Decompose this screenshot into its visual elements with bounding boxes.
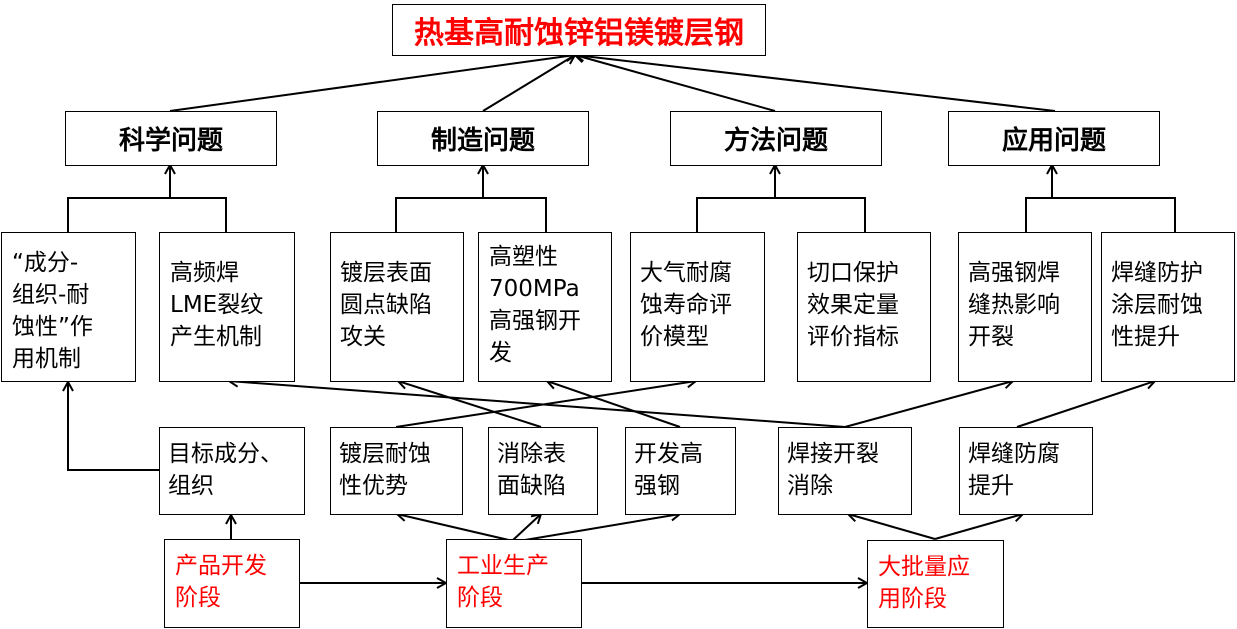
sub-issue-weld-coating: 焊缝防护 涂层耐蚀 性提升 [1101, 232, 1235, 382]
goal-weld-anticorrosion: 焊缝防腐 提升 [959, 427, 1093, 515]
bracket-science [67, 197, 227, 232]
sub-issue-haz-crack: 高强钢焊 缝热影响 开裂 [958, 232, 1092, 382]
title-text: 热基高耐蚀锌铝镁镀层钢 [414, 16, 744, 51]
sub-issue-dot-defect: 镀层表面 圆点缺陷 攻关 [330, 232, 464, 382]
category-label: 应用问题 [1001, 126, 1106, 156]
goal-remove-defect: 消除表 面缺陷 [488, 427, 598, 515]
category-method: 方法问题 [670, 111, 882, 166]
bracket-application [1025, 197, 1176, 232]
goal-develop-steel: 开发高 强钢 [625, 427, 736, 515]
bracket-manufacturing [395, 197, 547, 232]
link-devsteel-highstrength [547, 381, 681, 428]
link-weldanticorr-coating [1016, 381, 1155, 428]
title-box: 热基高耐蚀锌铝镁镀层钢 [392, 4, 766, 56]
goal-weld-crack: 焊接开裂 消除 [778, 427, 912, 515]
link-corrosion-lifemodel [395, 381, 696, 428]
stage-product-development: 产品开发 阶段 [164, 539, 300, 628]
sub-issue-life-model: 大气耐腐 蚀寿命评 价模型 [630, 232, 765, 382]
stage-industrial-production: 工业生产 阶段 [446, 539, 582, 628]
category-label: 科学问题 [118, 126, 223, 156]
bracket-method [696, 197, 866, 232]
category-science: 科学问题 [65, 111, 277, 166]
link-defect-dotdefect [398, 381, 542, 428]
link-weldcrack-haz [844, 381, 1013, 428]
link-massapp-anticorr [934, 514, 1023, 540]
goal-target-composition: 目标成分、 组织 [159, 427, 305, 515]
category-label: 方法问题 [723, 126, 828, 156]
sub-issue-lme: 高频焊 LME裂纹 产生机制 [159, 232, 295, 382]
link-target-mechanism [68, 382, 159, 471]
link-method-title [575, 55, 776, 112]
link-application-title [575, 55, 1056, 112]
link-industrial-devsteel [512, 514, 680, 543]
sub-issue-mechanism: “成分- 组织-耐 蚀性”作 用机制 [1, 232, 136, 382]
sub-issue-cut-edge: 切口保护 效果定量 评价指标 [797, 232, 931, 382]
link-industrial-corrosion [397, 514, 514, 542]
stage-mass-application: 大批量应 用阶段 [867, 540, 1004, 628]
category-label: 制造问题 [430, 126, 535, 156]
link-massapp-weldcrack [848, 514, 936, 540]
link-industrial-defect [512, 514, 541, 541]
link-science-title [169, 55, 575, 112]
sub-issue-high-strength: 高塑性 700MPa 高强钢开 发 [478, 232, 612, 382]
goal-corrosion-advantage: 镀层耐蚀 性优势 [330, 427, 463, 515]
category-application: 应用问题 [948, 111, 1160, 166]
category-manufacturing: 制造问题 [377, 111, 589, 166]
link-manufacturing-title [482, 55, 575, 112]
link-weldcrack-lme [229, 381, 846, 428]
